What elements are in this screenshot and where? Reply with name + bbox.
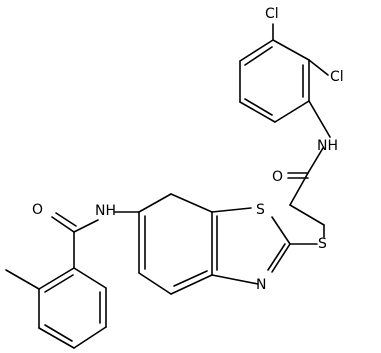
thiazole-nitrogen-label: N bbox=[256, 277, 266, 293]
dichlorophenyl-ring bbox=[239, 39, 310, 123]
chlorine-atom-label-top: Cl bbox=[265, 6, 279, 22]
carbonyl-oxygen-label-left: O bbox=[32, 202, 43, 218]
chlorine-atom-label-right: Cl bbox=[330, 69, 344, 85]
amide-nh-label-left: NH bbox=[95, 203, 116, 219]
thioether-sulfur-label: S bbox=[318, 236, 327, 252]
amide-nh-label-right: NH bbox=[317, 138, 338, 154]
carbonyl-oxygen-label-right: O bbox=[272, 169, 283, 185]
thiazole-sulfur-label: S bbox=[256, 202, 265, 218]
acetamide-linker bbox=[287, 147, 325, 238]
bond-ring-cl-right bbox=[308, 59, 329, 76]
methylbenzamide-group bbox=[5, 211, 140, 349]
benzothiazole-ring bbox=[138, 193, 318, 295]
bond-ring-nh bbox=[308, 100, 331, 138]
